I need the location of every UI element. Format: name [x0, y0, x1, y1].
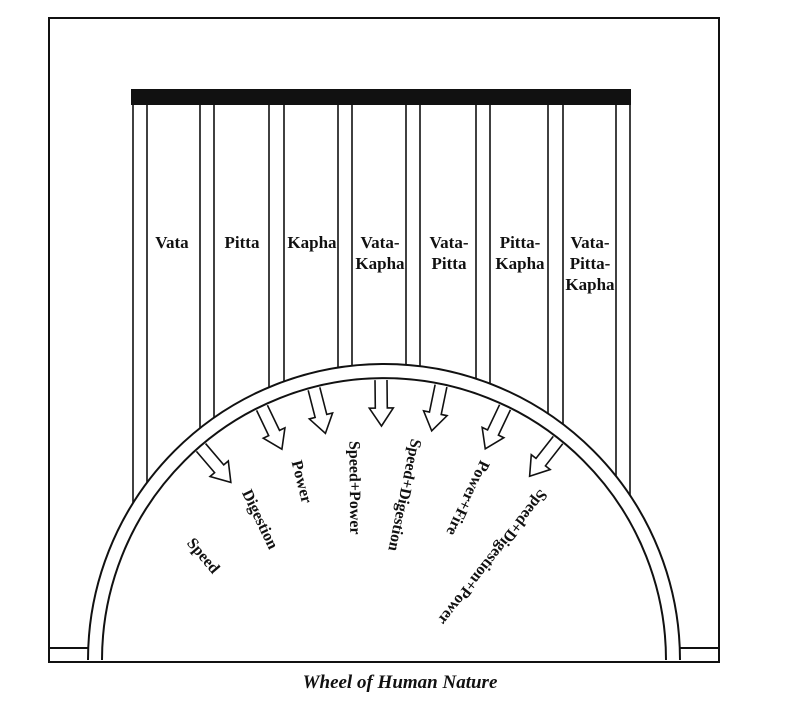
column-label-vata: Vata — [155, 233, 189, 252]
column-label-pitta: Pitta — [225, 233, 260, 252]
function-arrow-speed-digestion — [422, 384, 449, 433]
column-label-line: Vata- — [429, 233, 468, 252]
outer-frame — [48, 17, 720, 648]
column-label-line: Kapha — [355, 254, 405, 273]
function-arrow-speed-power — [367, 379, 395, 428]
column-label-line: Vata- — [360, 233, 399, 252]
column-label-vata-pitta-kapha: Vata- Pitta- Kapha — [565, 233, 615, 294]
column-label-vata-pitta: Vata- Pitta — [429, 233, 468, 273]
function-label-speed-power: Speed+Power — [345, 441, 363, 535]
wheel-inner-arc — [101, 377, 667, 661]
function-arrow-power-fire — [481, 404, 512, 451]
function-arrow-digestion — [255, 404, 286, 451]
column-label-line: Kapha — [565, 275, 615, 294]
column-label-line: Vata- — [570, 233, 609, 252]
column-label-line: Pitta- — [500, 233, 541, 252]
column-label-vata-kapha: Vata- Kapha — [355, 233, 405, 273]
column-label-kapha: Kapha — [287, 233, 337, 252]
function-arrow-speed-digestion-power — [528, 435, 564, 478]
diagram-caption: Wheel of Human Nature — [302, 672, 498, 693]
function-arrow-power — [307, 387, 334, 435]
column-label-line: Pitta — [225, 233, 260, 252]
top-bar — [131, 89, 631, 105]
column-label-line: Kapha — [495, 254, 545, 273]
column-label-line: Pitta — [432, 254, 467, 273]
column-label-line: Kapha — [287, 233, 337, 252]
column-label-line: Vata — [155, 233, 189, 252]
column-label-pitta-kapha: Pitta- Kapha — [495, 233, 545, 273]
function-arrow-speed — [195, 443, 232, 484]
column-label-line: Pitta- — [570, 254, 611, 273]
